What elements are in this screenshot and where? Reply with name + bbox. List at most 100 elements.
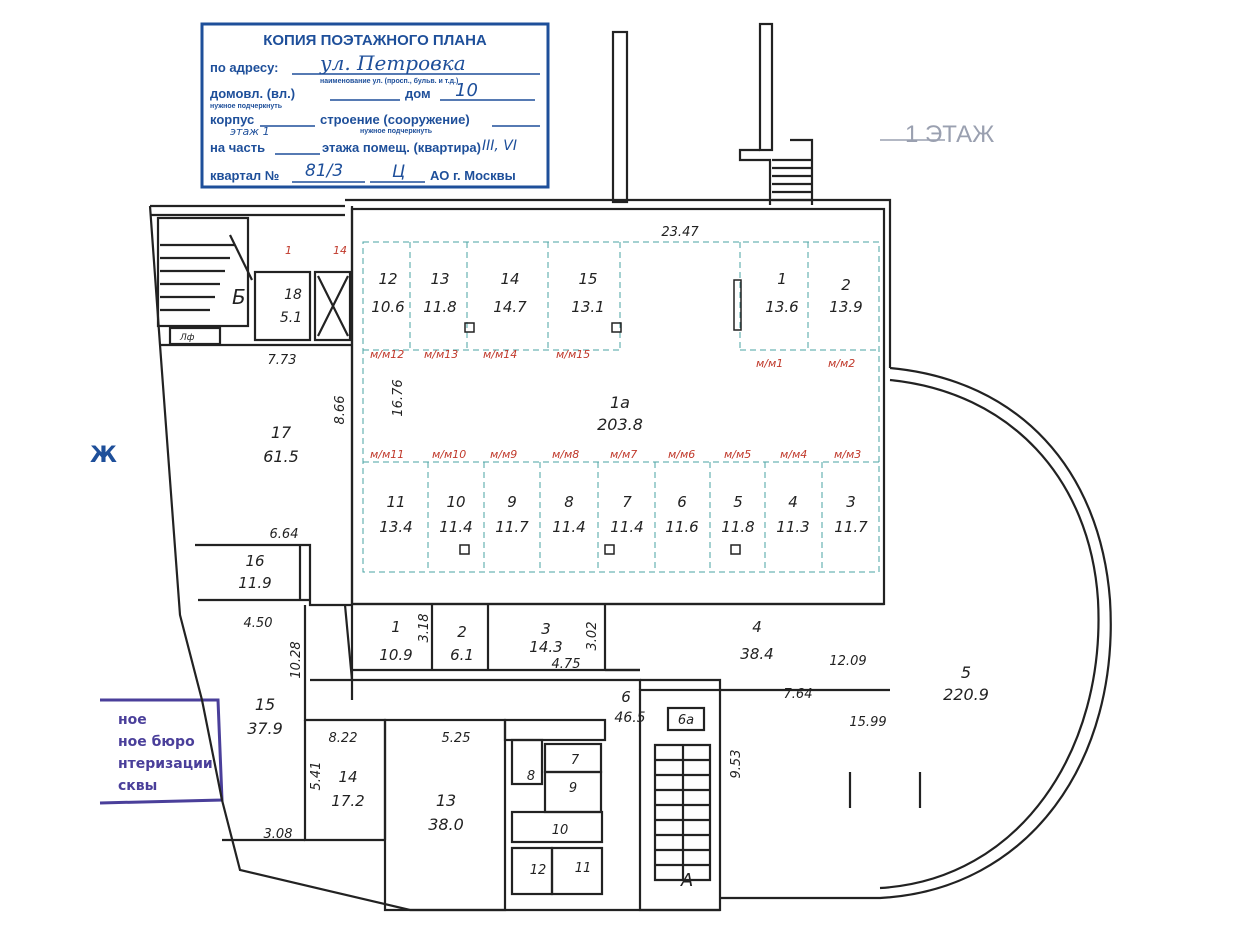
room-area: 11.8: [423, 298, 456, 316]
room-number: 5: [733, 493, 743, 511]
wc-rooms: 7 8 9 10 11 12: [527, 753, 591, 878]
room-number: 4: [752, 618, 762, 636]
rooms-right: 6 46.5 6а 5 220.9: [614, 663, 988, 728]
room-area: 11.4: [439, 518, 472, 536]
room-number: 17: [271, 423, 292, 442]
parking-mark: м/м3: [834, 448, 861, 461]
room-area: 11.7: [834, 518, 868, 536]
left-rooms: 18 5.1 17 61.5 16 11.9 15 37.9 14 17.2 1…: [238, 287, 464, 834]
room-area: 17.2: [331, 792, 364, 810]
room-number: 18: [284, 287, 302, 303]
room-area: 11.9: [238, 574, 271, 592]
room-area: 13.1: [571, 298, 604, 316]
room-number: 16: [245, 552, 264, 570]
room-area: 14.3: [529, 638, 562, 656]
room-area: 11.4: [552, 518, 585, 536]
stair-b-label: Б: [232, 285, 246, 309]
room-area: 11.4: [610, 518, 643, 536]
bti-stamp-fragment: ное ное бюро нтеризации сквы: [99, 698, 224, 805]
room-number: 1а: [610, 393, 630, 412]
room-number: 7: [622, 493, 632, 511]
room-number: 6: [621, 688, 631, 706]
stamp-building-label: строение (сооружение): [320, 112, 470, 127]
room-number: 5: [961, 663, 971, 682]
dimension-label: 5.25: [442, 731, 471, 746]
room-number: 7: [571, 753, 580, 768]
dimension-label: 4.75: [552, 657, 581, 672]
room-area: 203.8: [597, 415, 643, 434]
stamp-title: КОПИЯ ПОЭТАЖНОГО ПЛАНА: [263, 32, 487, 49]
dimension-label: 15.99: [849, 715, 886, 730]
parking-mark: м/м10: [432, 448, 466, 461]
room-number: 13: [430, 270, 449, 288]
room-area: 10.6: [371, 298, 404, 316]
stamp-part-label: на часть: [210, 140, 265, 155]
parking-mark: м/м12: [370, 348, 404, 361]
side-fragment: Ж: [90, 443, 117, 468]
room-number: 10: [446, 493, 465, 511]
room-area: 13.9: [829, 298, 862, 316]
room-number: 8: [527, 769, 535, 784]
parking-mark: м/м8: [552, 448, 579, 461]
room-area: 38.0: [428, 815, 464, 834]
stamp-floor-note: этаж 1: [230, 125, 270, 138]
parking-bottom-marks: м/м11 м/м10 м/м9 м/м8 м/м7 м/м6 м/м5 м/м…: [370, 448, 861, 461]
dimension-label: 4.50: [244, 616, 273, 631]
parking-mark: м/м4: [780, 448, 807, 461]
room-number: 15: [578, 270, 597, 288]
dimension-label: 7.64: [784, 687, 813, 702]
parking-mark: м/м15: [556, 348, 590, 361]
room-number: 2: [841, 276, 851, 294]
stair-a-label: А: [680, 870, 693, 891]
dimension-label: 23.47: [661, 225, 699, 240]
stamp-building-hint: нужное подчеркнуть: [360, 128, 433, 135]
room-number: 8: [564, 493, 574, 511]
stamp-domovl-label: домовл. (вл.): [210, 86, 295, 101]
room-number: 14: [338, 768, 357, 786]
lower-rooms: 1 10.9 2 6.1 3 14.3 4 38.4: [379, 618, 773, 664]
room-area: 37.9: [247, 719, 283, 738]
parking-mark: м/м7: [610, 448, 637, 461]
room-number: 14: [500, 270, 519, 288]
parking-mark: м/м5: [724, 448, 751, 461]
room-number: 6а: [678, 713, 694, 728]
dimension-label: 12.09: [829, 654, 866, 669]
floor-label-text: 1 ЭТАЖ: [905, 121, 994, 148]
room-number: 1: [391, 618, 401, 636]
stamp-address-value: ул. Петровка: [319, 51, 466, 75]
room-number: 9: [507, 493, 517, 511]
room-area: 61.5: [263, 447, 299, 466]
room-number: 15: [255, 695, 275, 714]
parking-mark: м/м14: [483, 348, 517, 361]
room-area: 46.5: [614, 710, 645, 726]
stamp-district-value: Ц: [392, 162, 405, 182]
stamp-domovl-hint: нужное подчеркнуть: [210, 103, 283, 110]
dimension-label: 3.18: [417, 614, 432, 643]
columns: [459, 279, 742, 555]
parking-bottom-labels: 11 13.4 10 11.4 9 11.7 8 11.4 7 11.4 6 1…: [379, 493, 868, 536]
dimension-label: 9.53: [729, 750, 744, 779]
stamp-premises-label: этажа помещ. (квартира): [322, 140, 481, 155]
room-number: 11: [575, 861, 592, 876]
room-number: 6: [677, 493, 687, 511]
parking-top-marks: м/м12 м/м13 м/м14 м/м15 м/м1 м/м2 1 14: [285, 244, 855, 370]
hall-1a: 1а 203.8: [597, 393, 643, 434]
stamp-premises-value: III, VI: [482, 138, 517, 154]
room-number: 12: [378, 270, 397, 288]
parking-mark: 1: [285, 244, 292, 257]
stamp-korpus-label: корпус: [210, 112, 254, 127]
parking-mark: м/м9: [490, 448, 517, 461]
stamp2-line3: нтеризации: [118, 756, 213, 772]
stamp2-line2: ное бюро: [118, 734, 195, 750]
walls: [148, 22, 1112, 912]
room-number: 12: [530, 863, 547, 878]
parking-mark: м/м11: [370, 448, 404, 461]
floor-label: 1 ЭТАЖ: [880, 121, 994, 148]
room-number: 3: [541, 620, 551, 638]
dimension-label: 8.22: [329, 731, 358, 746]
stamp-house-value: 10: [455, 80, 478, 101]
room-number: 10: [552, 823, 569, 838]
room-area: 38.4: [740, 645, 773, 663]
room-area: 11.3: [776, 518, 809, 536]
